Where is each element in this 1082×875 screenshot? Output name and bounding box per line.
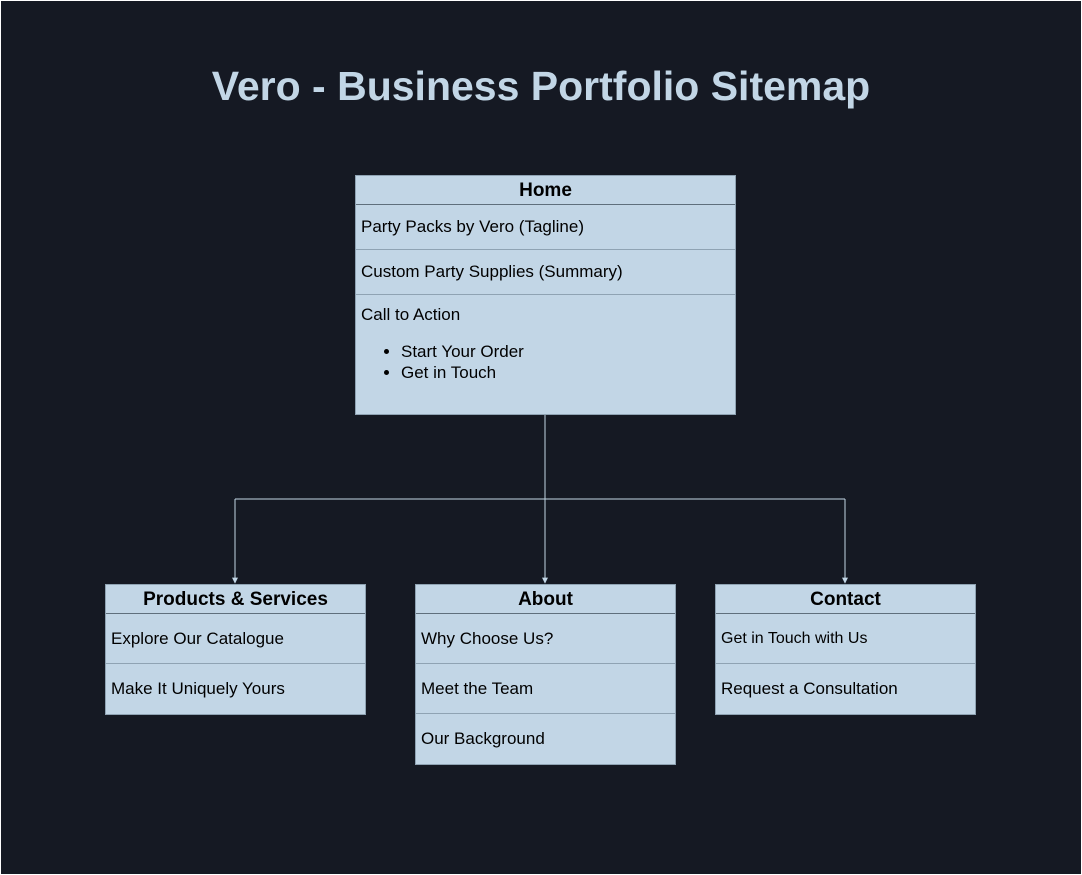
contact-row-consultation: Request a Consultation — [721, 679, 898, 698]
about-row-why-choose: Why Choose Us? — [416, 614, 675, 664]
cta-label: Call to Action — [361, 305, 461, 324]
home-node: Home Party Packs by Vero (Tagline) Custo… — [355, 175, 736, 415]
diagram-title: Vero - Business Portfolio Sitemap — [211, 63, 871, 109]
products-row-catalogue: Explore Our Catalogue — [106, 614, 365, 664]
home-row-tagline: Party Packs by Vero (Tagline) — [356, 205, 735, 250]
about-row-background: Our Background — [421, 729, 545, 748]
cta-item-start-order: Start Your Order — [401, 341, 735, 362]
products-row-customize: Make It Uniquely Yours — [111, 679, 285, 698]
contact-node-header: Contact — [716, 585, 975, 614]
about-node: About Why Choose Us? Meet the Team Our B… — [415, 584, 676, 765]
about-row-team: Meet the Team — [416, 664, 675, 714]
contact-row-get-in-touch: Get in Touch with Us — [716, 614, 975, 664]
cta-item-get-in-touch: Get in Touch — [401, 362, 735, 383]
products-node-header: Products & Services — [106, 585, 365, 614]
about-node-header: About — [416, 585, 675, 614]
contact-node: Contact Get in Touch with Us Request a C… — [715, 584, 976, 715]
cta-list: Start Your Order Get in Touch — [361, 341, 735, 383]
home-row-call-to-action: Call to Action Start Your Order Get in T… — [356, 295, 735, 414]
home-node-header: Home — [356, 176, 735, 205]
home-row-summary: Custom Party Supplies (Summary) — [356, 250, 735, 295]
products-node: Products & Services Explore Our Catalogu… — [105, 584, 366, 715]
